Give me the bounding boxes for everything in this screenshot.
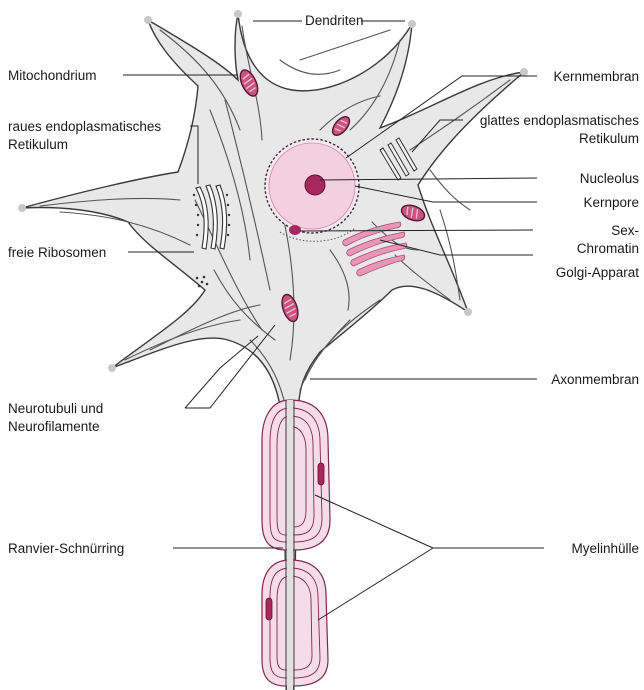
label-myelinhuelle: Myelinhülle [571,541,639,556]
label-axonmembran: Axonmembran [551,372,639,387]
myelin-sheath-upper [262,400,330,550]
label-raues-er-line2: Retikulum [8,137,68,152]
label-glattes-er-line1: glattes endoplasmatisches [480,113,639,128]
label-raues-er-line1: raues endoplasmatisches [8,119,161,134]
label-nucleolus: Nucleolus [580,171,640,186]
label-sex-chromatin-line1: Sex- [611,223,639,238]
label-kernmembran: Kernmembran [553,69,639,84]
label-freie-ribosomen: freie Ribosomen [8,245,106,260]
label-neurotubuli-line1: Neurotubuli und [8,401,103,416]
label-neurotubuli-line2: Neurofilamente [8,419,100,434]
myelin-sheath-lower [262,560,328,686]
nucleolus [305,175,325,195]
label-dendriten: Dendriten [305,13,364,28]
label-mitochondrium: Mitochondrium [8,68,97,83]
label-golgi: Golgi-Apparat [556,265,640,280]
sex-chromatin [289,225,301,235]
label-sex-chromatin-line2: Chromatin [577,241,639,256]
label-ranvier: Ranvier-Schnürring [8,541,124,556]
label-kernpore: Kernpore [583,195,639,210]
label-glattes-er-line2: Retikulum [579,131,639,146]
